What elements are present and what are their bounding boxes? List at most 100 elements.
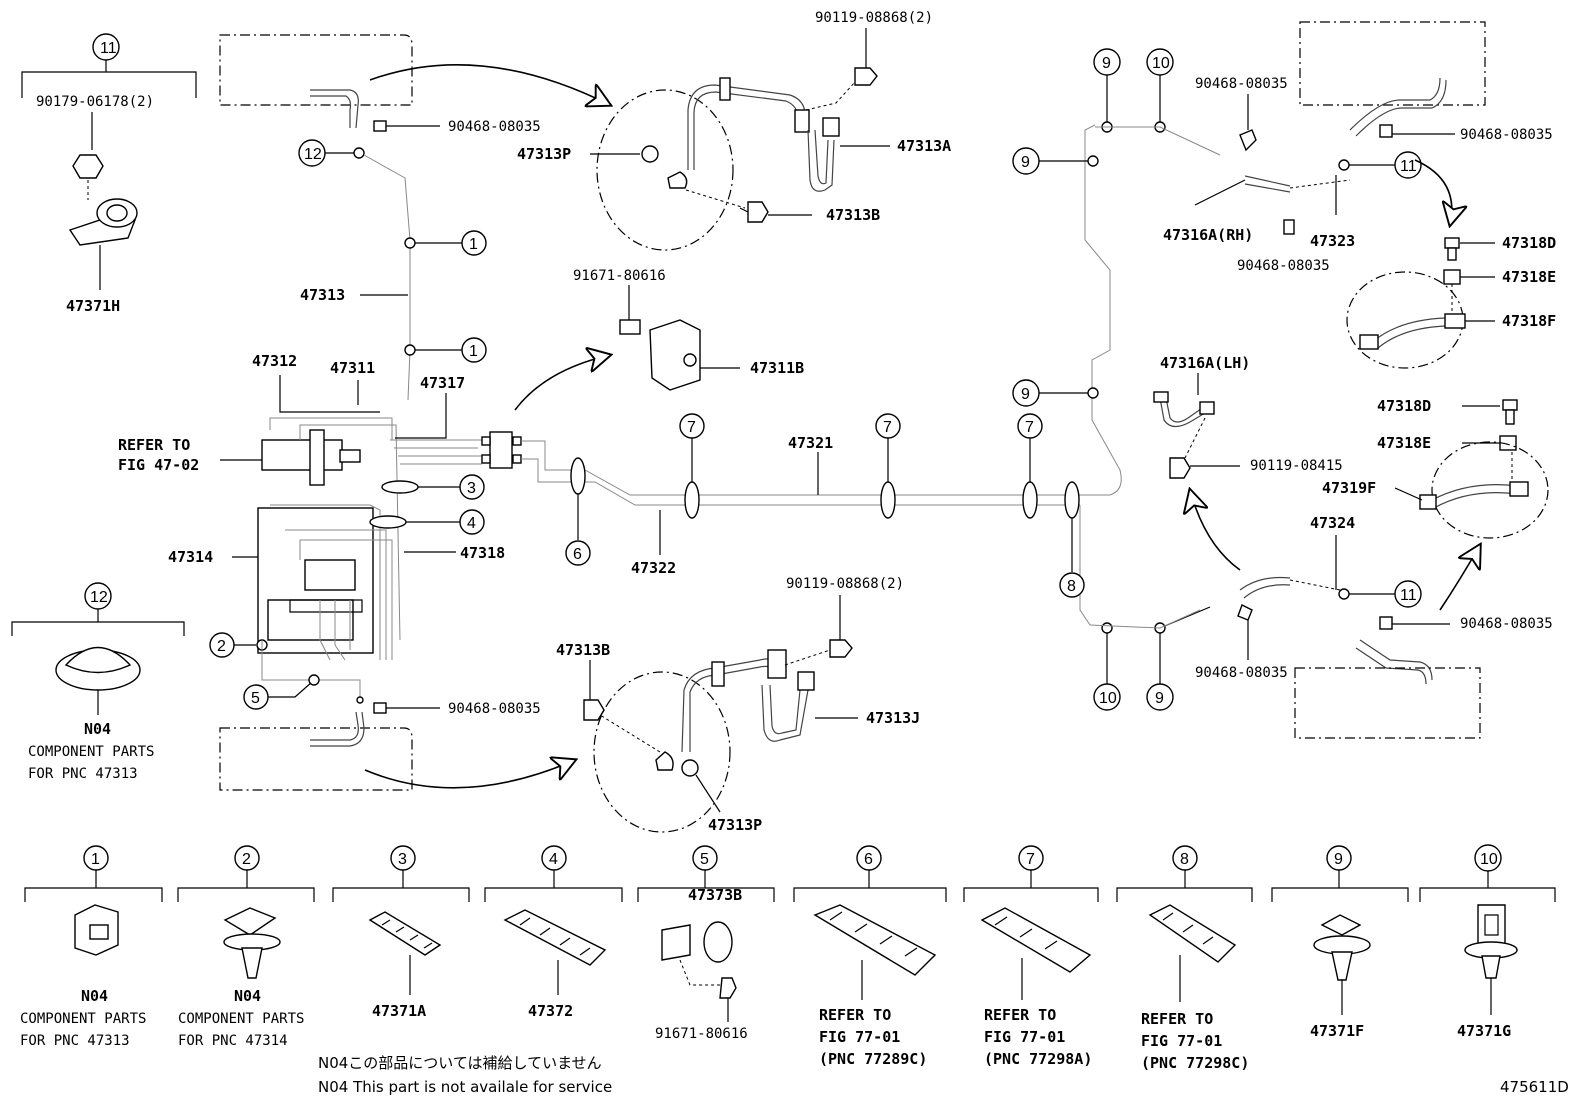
legend-item-5: 5 47373B 91671-80616 [637, 845, 775, 1042]
label-47313[interactable]: 47313 [300, 286, 345, 304]
label-90468-r4[interactable]: 90468-08035 [1460, 616, 1553, 632]
label-91671-top[interactable]: 91671-80616 [573, 268, 666, 284]
legend-item-9: 9 47371F [1271, 845, 1409, 1040]
svg-text:7: 7 [687, 419, 696, 436]
label-90468-top[interactable]: 90468-08035 [448, 119, 541, 135]
label-47321[interactable]: 47321 [788, 434, 833, 452]
svg-text:4: 4 [549, 851, 558, 868]
legend-8-l1[interactable]: REFER TO [1141, 1010, 1213, 1028]
svg-text:10: 10 [1099, 690, 1117, 707]
label-47314[interactable]: 47314 [168, 548, 213, 566]
legend-10[interactable]: 47371G [1457, 1022, 1511, 1040]
svg-text:1: 1 [469, 236, 478, 253]
label-90119-r[interactable]: 90119-08415 [1250, 458, 1343, 474]
label-47317[interactable]: 47317 [420, 374, 465, 392]
svg-text:1: 1 [469, 343, 478, 360]
group-rear-upper: 9 10 9 9 90468-08035 47316A(RH) 90468-08… [1012, 21, 1553, 407]
label-47313B-top[interactable]: 47313B [826, 206, 880, 224]
legend-item-10: 10 47371G [1419, 844, 1556, 1040]
legend-row: 1 N04 COMPONENT PARTS FOR PNC 47313 2 N0… [20, 844, 1556, 1072]
label-47318D-1[interactable]: 47318D [1502, 234, 1556, 252]
group-rear-right-caliper: 47318D 47318E 47318F [1346, 234, 1556, 369]
legend-item-6: 6 REFER TO FIG 77-01 (PNC 77289C) [793, 845, 947, 1068]
label-47311B[interactable]: 47311B [750, 359, 804, 377]
label-n04-12-l1: COMPONENT PARTS [28, 744, 154, 760]
svg-text:2: 2 [242, 851, 251, 868]
svg-text:9: 9 [1021, 154, 1030, 171]
legend-1-n04[interactable]: N04 [81, 987, 108, 1005]
legend-6-l1[interactable]: REFER TO [819, 1006, 891, 1024]
group-callout-12-left: 12 N04 COMPONENT PARTS FOR PNC 47313 [11, 582, 185, 782]
group-front-hose-lower: 47313B 47313P 47313J 90119-08868(2) [556, 576, 920, 834]
label-47322[interactable]: 47322 [631, 559, 676, 577]
svg-text:1: 1 [91, 851, 100, 868]
svg-text:11: 11 [1400, 587, 1417, 604]
svg-text:11: 11 [1400, 158, 1417, 175]
label-47318D-2[interactable]: 47318D [1377, 397, 1431, 415]
group-master-cylinder: 47312 47311 REFER TO FIG 47-02 47317 [118, 124, 1122, 710]
svg-text:10: 10 [1152, 55, 1170, 72]
legend-1-l2: FOR PNC 47313 [20, 1033, 130, 1049]
note-en: N04 This part is not availale for servic… [318, 1078, 612, 1096]
label-47318[interactable]: 47318 [460, 544, 505, 562]
legend-6-l2: FIG 77-01 [819, 1028, 900, 1046]
label-90468-r5[interactable]: 90468-08035 [1195, 665, 1288, 681]
svg-text:8: 8 [1067, 578, 1076, 595]
label-n04-12[interactable]: N04 [84, 720, 111, 738]
legend-5-bot[interactable]: 91671-80616 [655, 1026, 748, 1042]
legend-item-4: 4 47372 [484, 845, 623, 1020]
svg-text:7: 7 [1026, 851, 1035, 868]
label-47318F[interactable]: 47318F [1502, 312, 1556, 330]
legend-item-7: 7 REFER TO FIG 77-01 (PNC 77298A) [963, 845, 1099, 1068]
svg-text:2: 2 [217, 638, 226, 655]
label-47324[interactable]: 47324 [1310, 514, 1355, 532]
label-47313B-bot[interactable]: 47313B [556, 641, 610, 659]
svg-text:3: 3 [398, 851, 407, 868]
label-47313J[interactable]: 47313J [866, 709, 920, 727]
svg-text:4: 4 [467, 515, 476, 532]
legend-2-n04[interactable]: N04 [234, 987, 261, 1005]
label-90179-06178[interactable]: 90179-06178(2) [36, 94, 154, 110]
legend-6-l3: (PNC 77289C) [819, 1050, 927, 1068]
legend-item-2: 2 N04 COMPONENT PARTS FOR PNC 47314 [177, 845, 315, 1049]
label-90119-top[interactable]: 90119-08868(2) [815, 10, 933, 26]
svg-text:7: 7 [1025, 419, 1034, 436]
legend-8-l2: FIG 77-01 [1141, 1032, 1222, 1050]
label-90468-mid[interactable]: 90468-08035 [448, 701, 541, 717]
label-47318E-2[interactable]: 47318E [1377, 434, 1431, 452]
label-47311[interactable]: 47311 [330, 359, 375, 377]
legend-3[interactable]: 47371A [372, 1002, 426, 1020]
group-front-right-area: 90468-08035 [219, 701, 575, 791]
label-90468-r2[interactable]: 90468-08035 [1237, 258, 1330, 274]
label-47312[interactable]: 47312 [252, 352, 297, 370]
label-47313P-bot[interactable]: 47313P [708, 816, 762, 834]
legend-item-3: 3 47371A [332, 845, 470, 1020]
legend-item-1: 1 N04 COMPONENT PARTS FOR PNC 47313 [20, 845, 163, 1049]
note-jp: N04この部品については補給していません [318, 1054, 602, 1072]
label-47319F[interactable]: 47319F [1322, 479, 1376, 497]
label-47371H[interactable]: 47371H [66, 297, 120, 315]
legend-5-top[interactable]: 47373B [688, 886, 742, 904]
label-47318E-1[interactable]: 47318E [1502, 268, 1556, 286]
label-47323[interactable]: 47323 [1310, 232, 1355, 250]
label-refer-1[interactable]: REFER TO [118, 436, 190, 454]
label-refer-2[interactable]: FIG 47-02 [118, 456, 199, 474]
legend-7-l3: (PNC 77298A) [984, 1050, 1092, 1068]
label-47316-lh[interactable]: 47316A(LH) [1160, 354, 1250, 372]
svg-text:6: 6 [864, 851, 873, 868]
legend-4[interactable]: 47372 [528, 1002, 573, 1020]
label-47313P-top[interactable]: 47313P [517, 145, 571, 163]
legend-9[interactable]: 47371F [1310, 1022, 1364, 1040]
label-47313A[interactable]: 47313A [897, 137, 951, 155]
label-47316-rh[interactable]: 47316A(RH) [1163, 226, 1253, 244]
legend-7-l2: FIG 77-01 [984, 1028, 1065, 1046]
label-90119-mid[interactable]: 90119-08868(2) [786, 576, 904, 592]
label-n04-12-l2: FOR PNC 47313 [28, 766, 138, 782]
svg-text:6: 6 [573, 546, 582, 563]
group-47311B: 91671-80616 47311B [514, 268, 804, 411]
legend-7-l1[interactable]: REFER TO [984, 1006, 1056, 1024]
svg-text:3: 3 [467, 480, 476, 497]
label-90468-r1[interactable]: 90468-08035 [1195, 76, 1288, 92]
label-90468-r3[interactable]: 90468-08035 [1460, 127, 1553, 143]
